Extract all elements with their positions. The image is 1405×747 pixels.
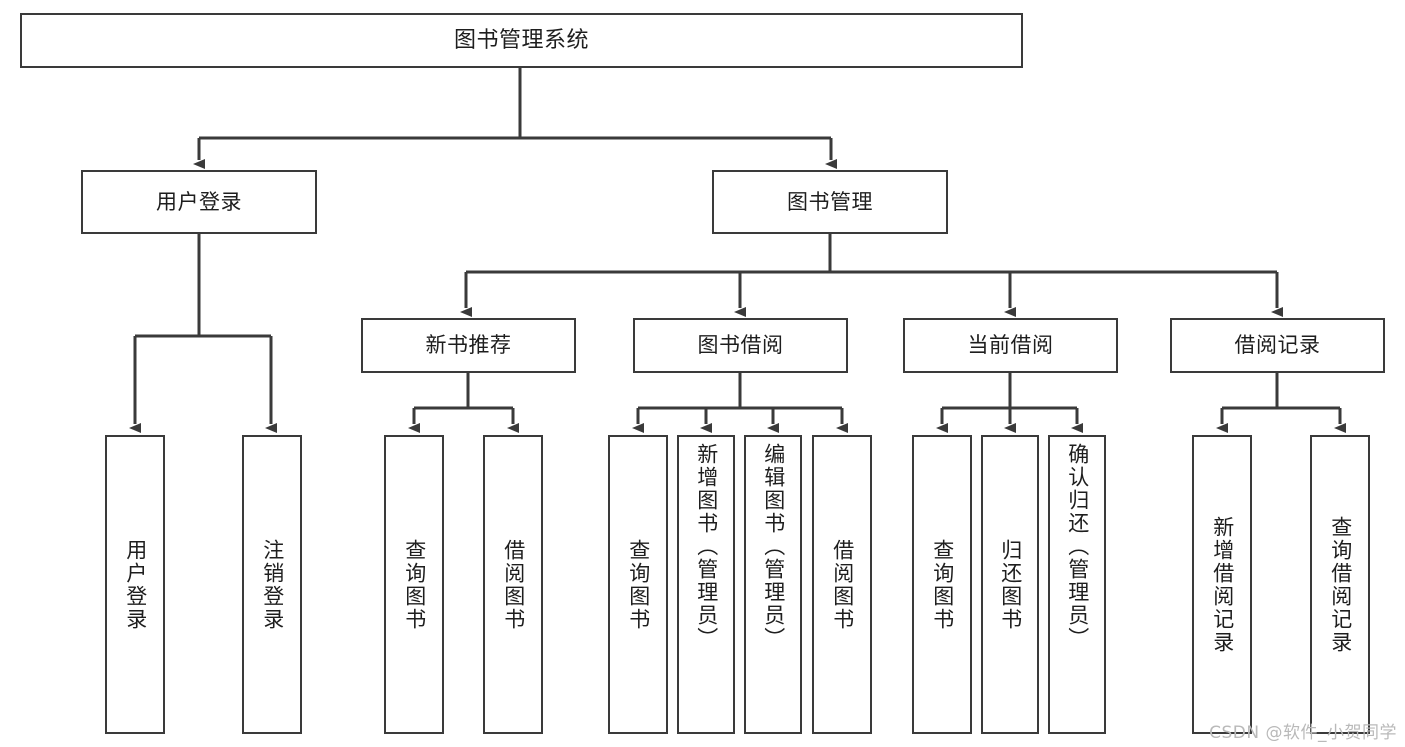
- leaf-label: 确认归还（管理员）: [1065, 443, 1090, 650]
- leaf-label: 注销登录: [260, 538, 285, 631]
- leaf-add-book-admin[interactable]: 新增图书（管理员）: [677, 435, 735, 734]
- leaf-user-login[interactable]: 用户登录: [105, 435, 165, 734]
- leaf-label: 编辑图书（管理员）: [761, 443, 786, 650]
- node-label: 用户登录: [156, 189, 242, 214]
- leaf-label: 查询借阅记录: [1328, 515, 1353, 654]
- leaf-label: 新增图书（管理员）: [694, 443, 719, 650]
- leaf-query-book-borrow[interactable]: 查询图书: [608, 435, 668, 734]
- leaf-query-borrow-record[interactable]: 查询借阅记录: [1310, 435, 1370, 734]
- leaf-borrow-book[interactable]: 借阅图书: [812, 435, 872, 734]
- leaf-label: 归还图书: [998, 538, 1023, 631]
- leaf-label: 查询图书: [402, 538, 427, 631]
- node-book-borrow[interactable]: 图书借阅: [633, 318, 848, 373]
- node-root[interactable]: 图书管理系统: [20, 13, 1023, 68]
- node-label: 图书管理: [787, 189, 873, 214]
- node-user-login[interactable]: 用户登录: [81, 170, 317, 234]
- watermark-text: CSDN @软件_小贺同学: [1209, 723, 1397, 743]
- leaf-logout[interactable]: 注销登录: [242, 435, 302, 734]
- leaf-label: 用户登录: [123, 538, 148, 631]
- leaf-return-book[interactable]: 归还图书: [981, 435, 1039, 734]
- node-book-management[interactable]: 图书管理: [712, 170, 948, 234]
- node-current-borrow[interactable]: 当前借阅: [903, 318, 1118, 373]
- leaf-label: 查询图书: [930, 538, 955, 631]
- leaf-add-borrow-record[interactable]: 新增借阅记录: [1192, 435, 1252, 734]
- leaf-borrow-book-new[interactable]: 借阅图书: [483, 435, 543, 734]
- node-label: 图书管理系统: [453, 27, 589, 53]
- leaf-edit-book-admin[interactable]: 编辑图书（管理员）: [744, 435, 802, 734]
- node-borrow-records[interactable]: 借阅记录: [1170, 318, 1385, 373]
- leaf-label: 借阅图书: [830, 538, 855, 631]
- node-label: 当前借阅: [967, 333, 1054, 358]
- leaf-query-book-new[interactable]: 查询图书: [384, 435, 444, 734]
- leaf-confirm-return-admin[interactable]: 确认归还（管理员）: [1048, 435, 1106, 734]
- node-new-book-recommend[interactable]: 新书推荐: [361, 318, 576, 373]
- leaf-label: 借阅图书: [501, 538, 526, 631]
- node-label: 借阅记录: [1234, 333, 1321, 358]
- node-label: 图书借阅: [697, 333, 784, 358]
- leaf-query-book-current[interactable]: 查询图书: [912, 435, 972, 734]
- leaf-label: 新增借阅记录: [1210, 515, 1235, 654]
- leaf-label: 查询图书: [626, 538, 651, 631]
- node-label: 新书推荐: [425, 333, 512, 358]
